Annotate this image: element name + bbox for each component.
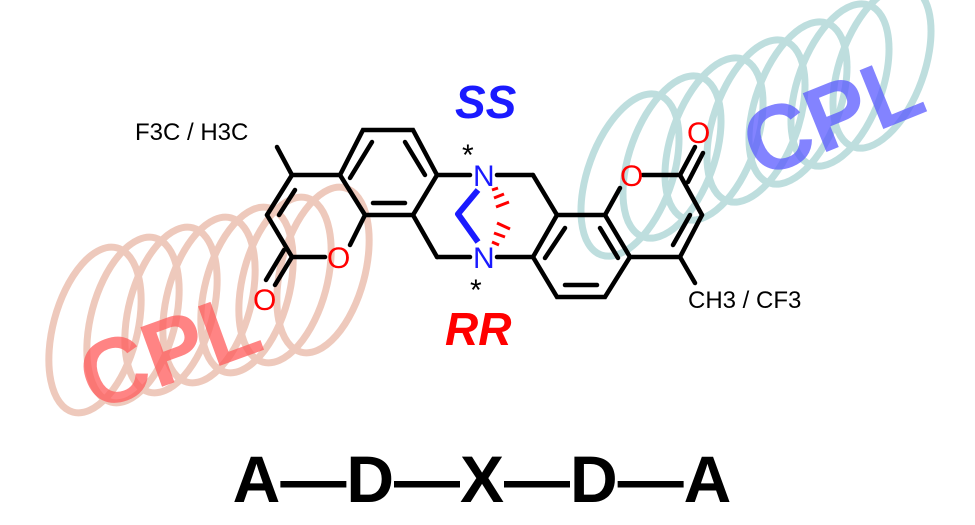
- o-carbonyl-right: O: [687, 117, 710, 150]
- stereo-label-ss: SS: [455, 76, 517, 128]
- n-atom-top: N: [473, 160, 495, 193]
- substituent-right: CH3 / CF3: [688, 287, 801, 314]
- stereo-label-rr: RR: [445, 303, 511, 355]
- o-ring-right: O: [620, 160, 643, 193]
- chiral-mark-bottom: *: [470, 274, 482, 307]
- wedge-bond: [455, 188, 481, 244]
- spring-coil: [45, 243, 145, 417]
- sequence-label: A—D—X—D—A: [233, 442, 732, 516]
- atoms: N N * * O O O O: [253, 117, 710, 317]
- spring-coil: [829, 0, 935, 152]
- hashed-bond: [491, 186, 511, 247]
- right-spring: [577, 0, 935, 260]
- spring-coil: [121, 223, 221, 397]
- cpl-right-label: CPL: [728, 34, 937, 198]
- o-carbonyl-left: O: [253, 284, 276, 317]
- spring-coil: [235, 193, 335, 367]
- spring-coil: [159, 213, 259, 387]
- bonds: [263, 127, 706, 300]
- o-ring-left: O: [327, 242, 350, 275]
- n-atom-bottom: N: [473, 242, 495, 275]
- substituent-left: F3C / H3C: [135, 119, 248, 146]
- chiral-mark-top: *: [462, 139, 474, 172]
- spring-coil: [273, 183, 373, 357]
- spring-coil: [83, 233, 183, 407]
